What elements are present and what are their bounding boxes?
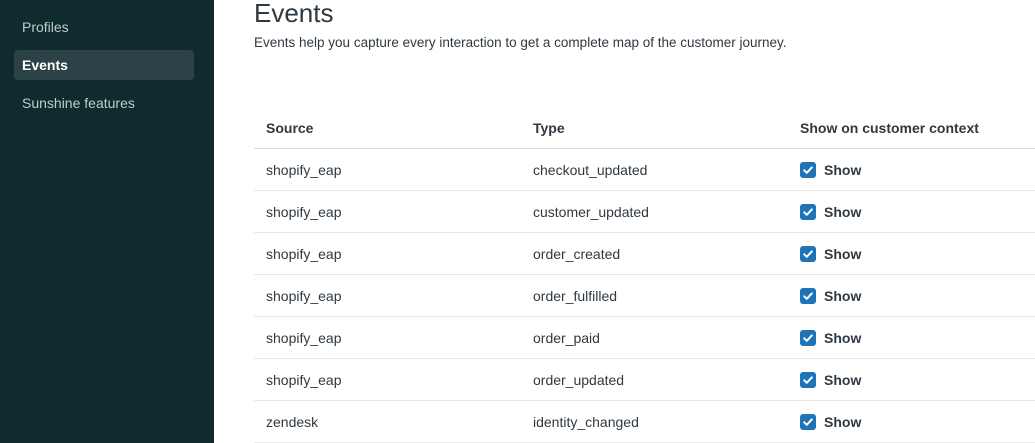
source-cell: shopify_eap xyxy=(266,246,342,262)
show-toggle[interactable]: Show xyxy=(800,275,861,317)
type-cell: identity_changed xyxy=(533,414,639,430)
show-checkbox[interactable] xyxy=(800,288,816,304)
type-cell: checkout_updated xyxy=(533,162,648,178)
show-checkbox[interactable] xyxy=(800,246,816,262)
checkmark-icon xyxy=(803,208,813,216)
show-checkbox[interactable] xyxy=(800,372,816,388)
show-checkbox[interactable] xyxy=(800,162,816,178)
main-content: Events Events help you capture every int… xyxy=(214,0,1035,443)
show-toggle[interactable]: Show xyxy=(800,149,861,191)
show-cell: Show xyxy=(800,359,861,401)
sidebar-item-events[interactable]: Events xyxy=(14,50,194,80)
table-row: shopify_eap order_created Show xyxy=(254,233,1035,275)
table-row: shopify_eap checkout_updated Show xyxy=(254,149,1035,191)
source-cell: shopify_eap xyxy=(266,204,342,220)
sidebar: Profiles Events Sunshine features xyxy=(0,0,214,443)
checkmark-icon xyxy=(803,292,813,300)
show-toggle[interactable]: Show xyxy=(800,401,861,443)
type-cell: order_fulfilled xyxy=(533,288,618,304)
show-cell: Show xyxy=(800,317,861,359)
sidebar-item-sunshine-features[interactable]: Sunshine features xyxy=(22,95,135,111)
type-cell: order_paid xyxy=(533,330,600,346)
show-label: Show xyxy=(824,204,862,220)
page-description: Events help you capture every interactio… xyxy=(254,35,787,50)
events-table: Source Type Show on customer context sho… xyxy=(254,107,1035,443)
table-row: shopify_eap order_updated Show xyxy=(254,359,1035,401)
show-label: Show xyxy=(824,288,862,304)
show-checkbox[interactable] xyxy=(800,414,816,430)
table-row: zendesk identity_changed Show xyxy=(254,401,1035,443)
source-cell: zendesk xyxy=(266,414,319,430)
source-cell: shopify_eap xyxy=(266,330,342,346)
show-cell: Show xyxy=(800,191,861,233)
show-cell: Show xyxy=(800,401,861,443)
show-label: Show xyxy=(824,330,862,346)
show-label: Show xyxy=(824,246,862,262)
table-row: shopify_eap order_paid Show xyxy=(254,317,1035,359)
table-header-row: Source Type Show on customer context xyxy=(254,107,1035,149)
column-header-type[interactable]: Type xyxy=(533,120,565,136)
show-label: Show xyxy=(824,414,862,430)
type-cell: customer_updated xyxy=(533,204,649,220)
show-toggle[interactable]: Show xyxy=(800,317,861,359)
table-row: shopify_eap customer_updated Show xyxy=(254,191,1035,233)
source-cell: shopify_eap xyxy=(266,288,342,304)
checkmark-icon xyxy=(803,250,813,258)
show-toggle[interactable]: Show xyxy=(800,191,861,233)
table-row: shopify_eap order_fulfilled Show xyxy=(254,275,1035,317)
checkmark-icon xyxy=(803,166,813,174)
show-cell: Show xyxy=(800,275,861,317)
show-cell: Show xyxy=(800,149,861,191)
checkmark-icon xyxy=(803,334,813,342)
source-cell: shopify_eap xyxy=(266,372,342,388)
show-checkbox[interactable] xyxy=(800,204,816,220)
show-cell: Show xyxy=(800,233,861,275)
show-checkbox[interactable] xyxy=(800,330,816,346)
type-cell: order_created xyxy=(533,246,621,262)
type-cell: order_updated xyxy=(533,372,625,388)
show-label: Show xyxy=(824,162,862,178)
column-header-show-on-customer-context[interactable]: Show on customer context xyxy=(800,120,979,136)
sidebar-item-profiles[interactable]: Profiles xyxy=(22,19,69,35)
checkmark-icon xyxy=(803,376,813,384)
source-cell: shopify_eap xyxy=(266,162,342,178)
page-title: Events xyxy=(254,0,334,28)
show-label: Show xyxy=(824,372,862,388)
column-header-source[interactable]: Source xyxy=(266,120,314,136)
show-toggle[interactable]: Show xyxy=(800,359,861,401)
show-toggle[interactable]: Show xyxy=(800,233,861,275)
checkmark-icon xyxy=(803,418,813,426)
